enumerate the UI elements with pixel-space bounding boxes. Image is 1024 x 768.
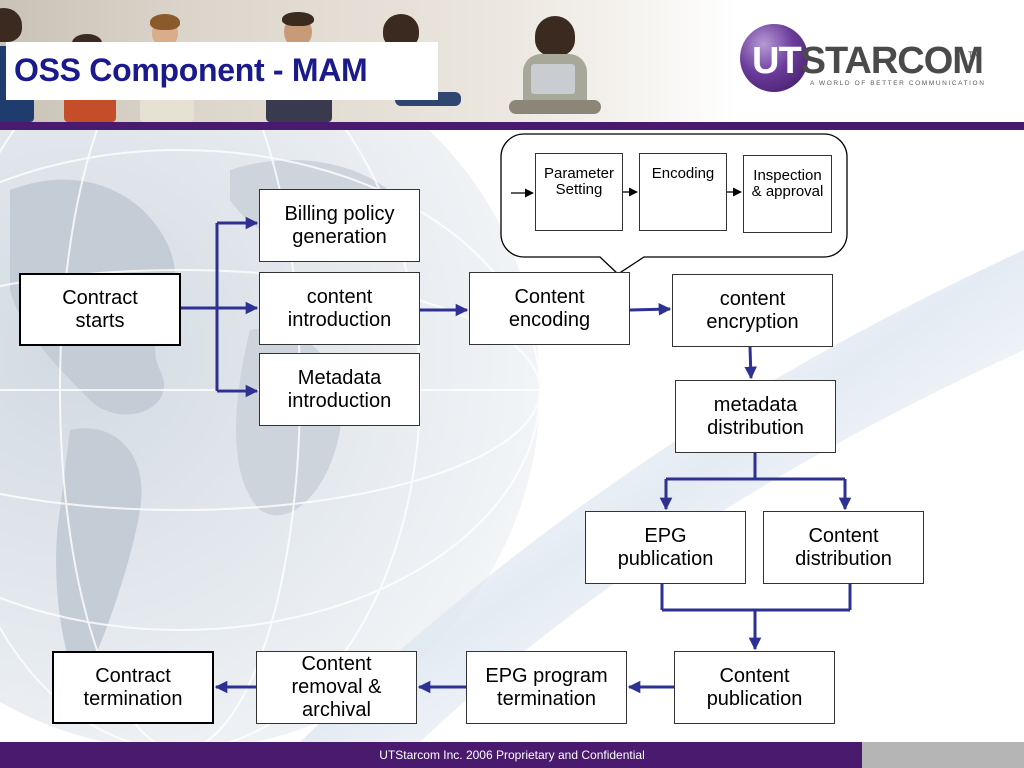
logo-wordmark: UTSTARCOM xyxy=(752,40,984,82)
footer-accent xyxy=(862,742,1024,768)
inspection-approval-box: Inspection & approval xyxy=(743,155,832,233)
metadata-distribution-box: metadata distribution xyxy=(675,380,836,453)
logo-globe-icon xyxy=(740,24,808,92)
content-publication-box: Content publication xyxy=(674,651,835,724)
epg-program-termination-box: EPG program termination xyxy=(466,651,627,724)
logo-trademark: TM xyxy=(968,50,981,60)
footer-bar xyxy=(0,742,862,768)
person-photo-6 xyxy=(505,0,605,122)
metadata-introduction-box: Metadata introduction xyxy=(259,353,420,426)
epg-publication-box: EPG publication xyxy=(585,511,746,584)
contract-termination-box: Contract termination xyxy=(52,651,214,724)
content-introduction-box: content introduction xyxy=(259,272,420,345)
content-encryption-box: content encryption xyxy=(672,274,833,347)
header-divider xyxy=(0,122,1024,130)
contract-starts-box: Contract starts xyxy=(19,273,181,346)
parameter-setting-box: Parameter Setting xyxy=(535,153,623,231)
encoding-box: Encoding xyxy=(639,153,727,231)
title-panel xyxy=(6,42,438,100)
billing-policy-generation-box: Billing policy generation xyxy=(259,189,420,262)
footer-text: UTStarcom Inc. 2006 Proprietary and Conf… xyxy=(379,748,645,762)
utstarcom-logo: UTSTARCOM TM A WORLD OF BETTER COMMUNICA… xyxy=(738,22,988,96)
page-title: OSS Component - MAM xyxy=(14,52,368,88)
content-removal-archival-box: Content removal & archival xyxy=(256,651,417,724)
logo-tagline: A WORLD OF BETTER COMMUNICATION xyxy=(810,80,986,87)
content-encoding-box: Content encoding xyxy=(469,272,630,345)
content-distribution-box: Content distribution xyxy=(763,511,924,584)
